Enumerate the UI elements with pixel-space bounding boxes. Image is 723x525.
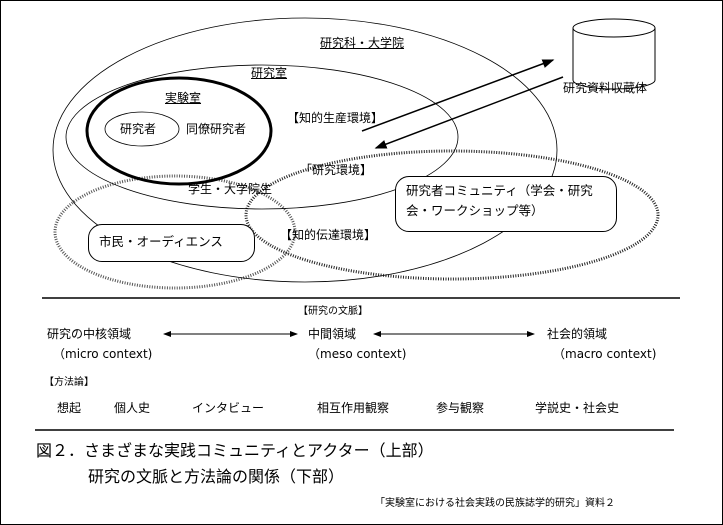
method-item: 学説史・社会史: [535, 401, 620, 415]
caption-line1: 図２．さまざまな実践コミュニティとアクター（上部）: [36, 441, 434, 460]
archive-label: 研究資料収蔵体: [563, 81, 648, 95]
macro-label: 社会的領域: [547, 327, 608, 341]
micro-sub: （micro context): [53, 347, 153, 361]
arrow-from-archive: [374, 76, 564, 149]
laboratory-label: 実験室: [165, 91, 202, 105]
colleagues-label: 同僚研究者: [186, 122, 247, 136]
method-item: 相互作用観察: [317, 401, 390, 415]
research-environment-label: 「研究環境】: [300, 163, 373, 177]
method-item: 個人史: [114, 401, 151, 415]
researcher-ellipse: [104, 111, 180, 147]
method-item: 参与観察: [436, 401, 485, 415]
lab-room-label: 研究室: [251, 66, 288, 80]
knowledge-transfer-ellipse: [244, 149, 660, 281]
lab-room-ellipse: [65, 64, 459, 210]
method-item: 想起: [57, 401, 82, 415]
citizens-box: 市民・オーディエンス: [88, 224, 255, 262]
left-hatched-ellipse: [53, 174, 297, 290]
archive-cylinder-icon: [572, 18, 656, 90]
arrow-to-archive: [361, 59, 555, 132]
micro-label: 研究の中核領域: [47, 327, 132, 341]
macro-sub: （macro context): [553, 347, 657, 361]
researcher-label: 研究者: [120, 122, 157, 136]
graduate-school-ellipse: [52, 17, 558, 283]
caption-line2: 研究の文脈と方法論の関係（下部）: [88, 467, 345, 486]
method-item: インタビュー: [192, 401, 265, 415]
knowledge-production-label: 【知的生産環境】: [287, 111, 384, 125]
meso-label: 中間領域: [308, 327, 357, 341]
meso-sub: （meso context): [308, 347, 407, 361]
methods-heading: 【方法論】: [44, 377, 94, 388]
students-label: 学生・大学院生: [188, 182, 273, 196]
laboratory-ellipse: [85, 76, 273, 186]
graduate-school-label: 研究科・大学院: [320, 36, 405, 50]
context-heading: 【研究の文脈】: [298, 306, 368, 317]
caption-source: 「実験室における社会実践の民族誌学的研究」資料２: [375, 498, 615, 509]
community-box: 研究者コミュニティ（学会・研究会・ワークショップ等）: [395, 176, 617, 232]
knowledge-transfer-label: 【知的伝達環境】: [280, 228, 377, 242]
